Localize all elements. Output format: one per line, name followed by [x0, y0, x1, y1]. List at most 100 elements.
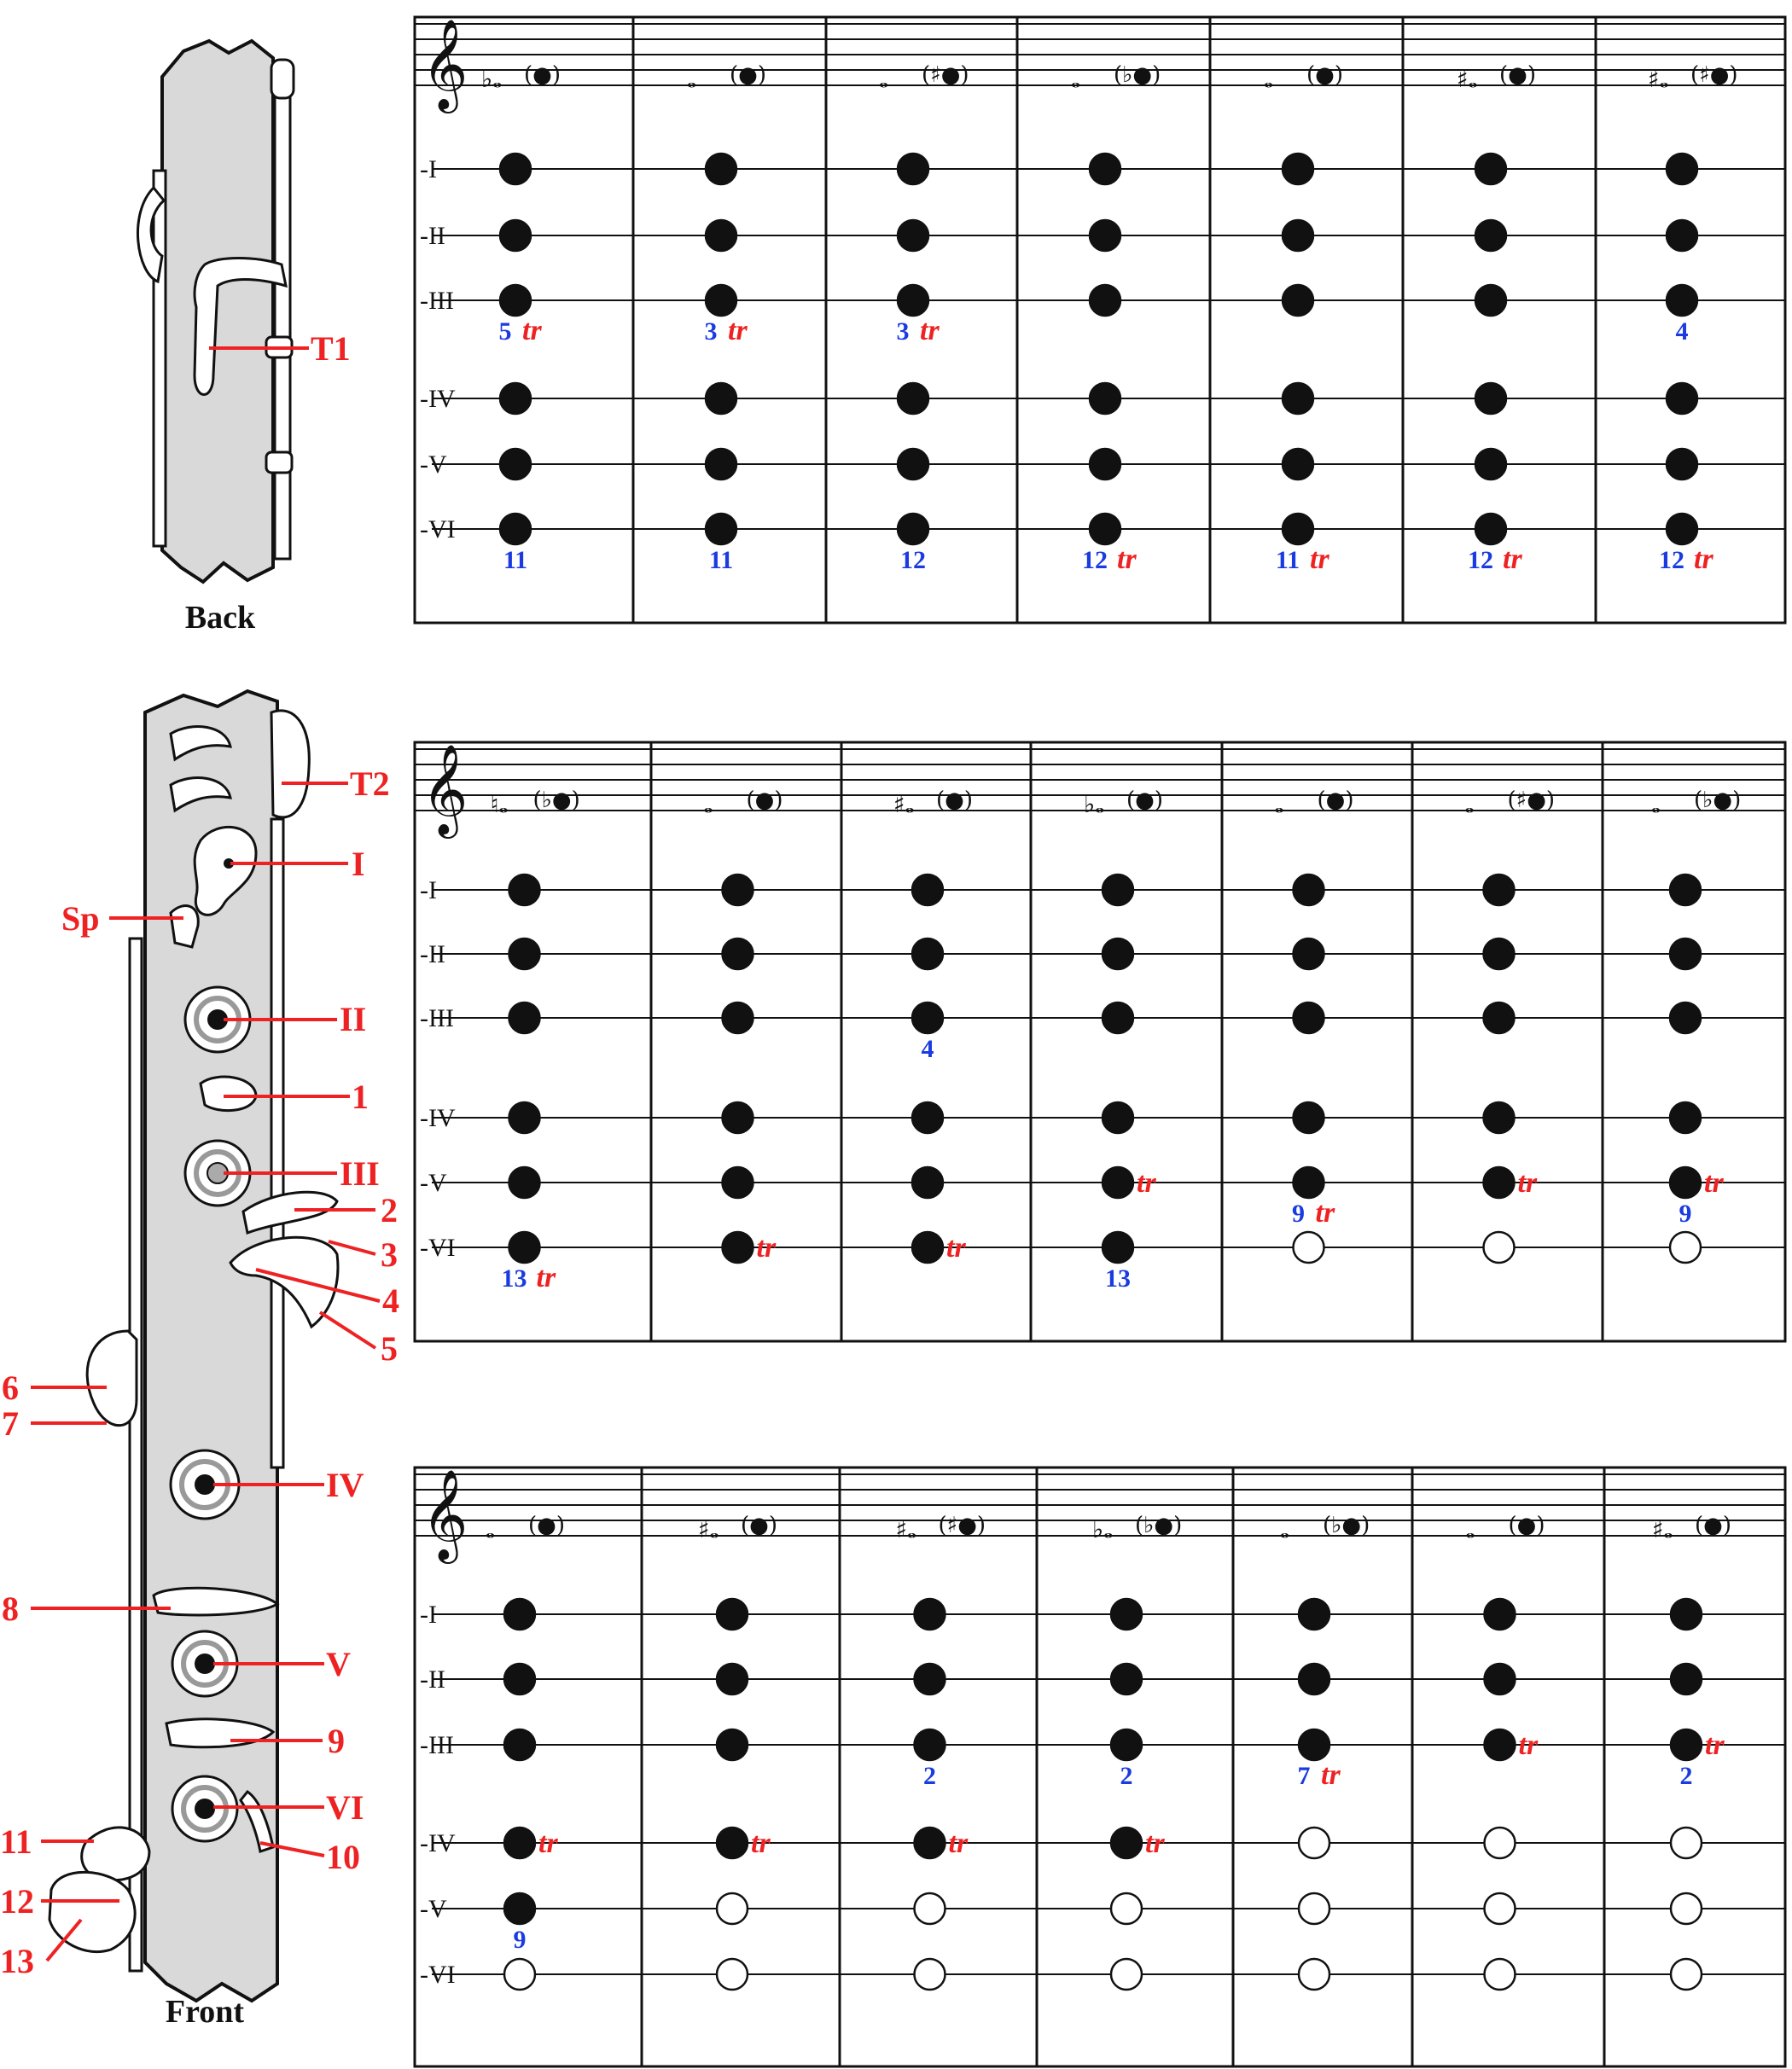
- closed-hole: [1665, 512, 1699, 546]
- closed-hole: [1088, 512, 1122, 546]
- main-note: ♯𝅝: [1648, 65, 1669, 93]
- closed-hole: [508, 1101, 541, 1135]
- closed-hole: [1281, 381, 1315, 416]
- fingering-number: 13: [502, 1264, 527, 1293]
- hole-label: -V: [420, 1895, 447, 1923]
- closed-hole: [1474, 152, 1508, 186]
- main-note: ♮𝅝: [491, 790, 509, 818]
- front-key-8: [152, 1586, 280, 1617]
- front-hole-VI-center: [195, 1799, 215, 1819]
- hole-label: -II: [420, 1665, 445, 1694]
- closed-hole: [1292, 1001, 1325, 1035]
- back-top-key: [270, 58, 295, 100]
- main-note: 𝅝: [1466, 1515, 1475, 1543]
- open-hole: [715, 1957, 749, 1991]
- closed-hole: [721, 937, 754, 971]
- closed-hole: [1483, 1597, 1516, 1631]
- hole-label: -VI: [420, 1234, 456, 1262]
- trill-mark: tr: [1503, 543, 1522, 575]
- front-key-I-label: I: [352, 845, 365, 883]
- trill-note: (●): [1126, 787, 1163, 813]
- front-key-3-label: 3: [381, 1235, 398, 1274]
- closed-hole: [498, 218, 532, 253]
- closed-hole: [913, 1597, 946, 1631]
- closed-hole: [503, 1826, 537, 1860]
- front-upper-keys: [169, 725, 232, 813]
- main-note: ♯𝅝: [698, 1515, 719, 1543]
- trill-mark: tr: [1316, 1197, 1335, 1229]
- open-hole: [1297, 1826, 1331, 1860]
- front-key-7-label: 7: [2, 1404, 19, 1443]
- closed-hole: [721, 1001, 754, 1035]
- hole-label: -V: [420, 450, 447, 479]
- back-caption: Back: [185, 600, 256, 636]
- front-key-6-label: 6: [2, 1369, 19, 1407]
- trill-note: (●): [1499, 62, 1536, 88]
- front-key-1-label: 1: [352, 1078, 369, 1116]
- closed-hole: [1665, 447, 1699, 481]
- front-key-VI-label: VI: [326, 1788, 364, 1827]
- closed-hole: [911, 1165, 945, 1200]
- closed-hole: [1101, 1101, 1135, 1135]
- closed-hole: [498, 381, 532, 416]
- closed-hole: [1668, 873, 1702, 907]
- trill-note: (♭●): [533, 787, 580, 813]
- back-rod: [273, 79, 292, 561]
- closed-hole: [1297, 1728, 1331, 1762]
- fingering-chart-block: 𝄞-I-II-III-IV-V-VI𝅝(●)tr9♯𝅝(●)tr♯𝅝(♯●)2t…: [413, 1466, 1787, 2068]
- closed-hole: [1482, 1101, 1516, 1135]
- treble-clef-icon: 𝄞: [422, 743, 468, 839]
- closed-hole: [1101, 1001, 1135, 1035]
- fingering-number: 2: [1680, 1762, 1693, 1790]
- front-key-III-label: III: [340, 1154, 380, 1193]
- fingering-number: 9: [1292, 1200, 1305, 1228]
- hole-label: -I: [420, 1601, 437, 1629]
- closed-hole: [1474, 447, 1508, 481]
- closed-hole: [508, 1001, 541, 1035]
- main-note: ♯𝅝: [1457, 65, 1478, 93]
- instrument-front-drawing: [48, 689, 340, 2003]
- closed-hole: [721, 873, 754, 907]
- front-T2-key: [270, 709, 311, 819]
- closed-hole: [913, 1826, 946, 1860]
- main-note: ♯𝅝: [896, 1515, 917, 1543]
- closed-hole: [1101, 937, 1135, 971]
- closed-hole: [1088, 447, 1122, 481]
- hole-label: -II: [420, 222, 445, 250]
- chart-frame: [413, 1466, 1787, 2068]
- front-hole-II-center: [207, 1009, 228, 1030]
- front-key-V-label: V: [326, 1645, 351, 1683]
- closed-hole: [1668, 1101, 1702, 1135]
- closed-hole: [896, 152, 930, 186]
- closed-hole: [715, 1597, 749, 1631]
- front-hole-IV-center: [195, 1474, 215, 1495]
- closed-hole: [1482, 873, 1516, 907]
- closed-hole: [1281, 152, 1315, 186]
- hole-label: -IV: [420, 1829, 456, 1857]
- main-note: ♭𝅝: [1084, 790, 1104, 818]
- front-key-II-label: II: [340, 1000, 366, 1038]
- closed-hole: [911, 1001, 945, 1035]
- fingering-number: 4: [922, 1035, 934, 1063]
- closed-hole: [1669, 1597, 1703, 1631]
- trill-note: (●): [741, 1513, 777, 1538]
- fingering-number: 3: [897, 317, 910, 346]
- fingering-number: 11: [709, 546, 733, 574]
- closed-hole: [715, 1728, 749, 1762]
- front-key-T2-label: T2: [350, 764, 390, 803]
- main-note: 𝅝: [1651, 790, 1661, 818]
- closed-hole: [1281, 447, 1315, 481]
- front-key-8-label: 8: [2, 1590, 19, 1628]
- main-note: 𝅝: [687, 65, 696, 93]
- closed-hole: [913, 1728, 946, 1762]
- closed-hole: [715, 1826, 749, 1860]
- closed-hole: [1665, 218, 1699, 253]
- front-key-4-label: 4: [382, 1282, 399, 1320]
- closed-hole: [1665, 283, 1699, 317]
- closed-hole: [1668, 937, 1702, 971]
- open-hole: [913, 1957, 946, 1991]
- main-note: 𝅝: [1071, 65, 1080, 93]
- closed-hole: [503, 1662, 537, 1696]
- front-key-3-4-5: [229, 1235, 340, 1329]
